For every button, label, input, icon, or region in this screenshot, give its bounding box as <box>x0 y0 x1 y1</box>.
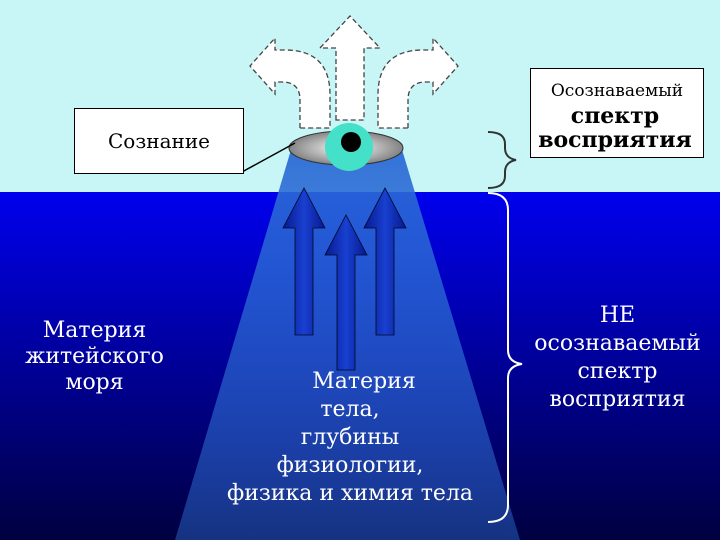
dashed-arrow-icon <box>249 15 459 129</box>
consciousness-label-box: Сознание <box>74 108 244 174</box>
sea-line-3: моря <box>65 370 124 395</box>
brace-icon <box>487 131 517 189</box>
perceived-line-3: восприятия <box>538 127 692 153</box>
body-line-3: глубины <box>300 425 400 450</box>
unperceived-line-4: восприятия <box>549 387 686 412</box>
unperceived-line-3: спектр <box>577 359 658 384</box>
consciousness-label: Сознание <box>107 129 210 153</box>
eye-icon <box>288 123 404 171</box>
unperceived-line-1: НЕ <box>599 303 636 328</box>
body-matter-label: Материя тела, глубины физиологии, физика… <box>205 368 495 508</box>
body-line-4: физиологии, <box>276 453 424 478</box>
perceived-spectrum-label: Осознаваемый <box>530 68 704 158</box>
arrow-up-icon <box>282 187 407 371</box>
sea-line-2: житейского <box>25 344 164 369</box>
perceived-line-2: спектр <box>570 103 660 129</box>
unperceived-line-2: осознаваемый <box>534 331 701 356</box>
body-line-2: тела, <box>320 397 380 422</box>
unperceived-spectrum-label: НЕ осознаваемый спектр восприятия <box>515 302 720 414</box>
body-line-5: физика и химия тела <box>226 481 474 506</box>
sea-matter-label: Материя житейского моря <box>2 318 187 396</box>
brace-icon <box>487 192 523 523</box>
sea-line-1: Материя <box>42 318 147 343</box>
perceived-line-1: Осознаваемый <box>550 81 684 101</box>
body-line-1: Материя <box>312 369 416 394</box>
consciousness-pointer <box>241 142 296 173</box>
perceived-spectrum-text: спектр восприятия <box>520 104 710 152</box>
